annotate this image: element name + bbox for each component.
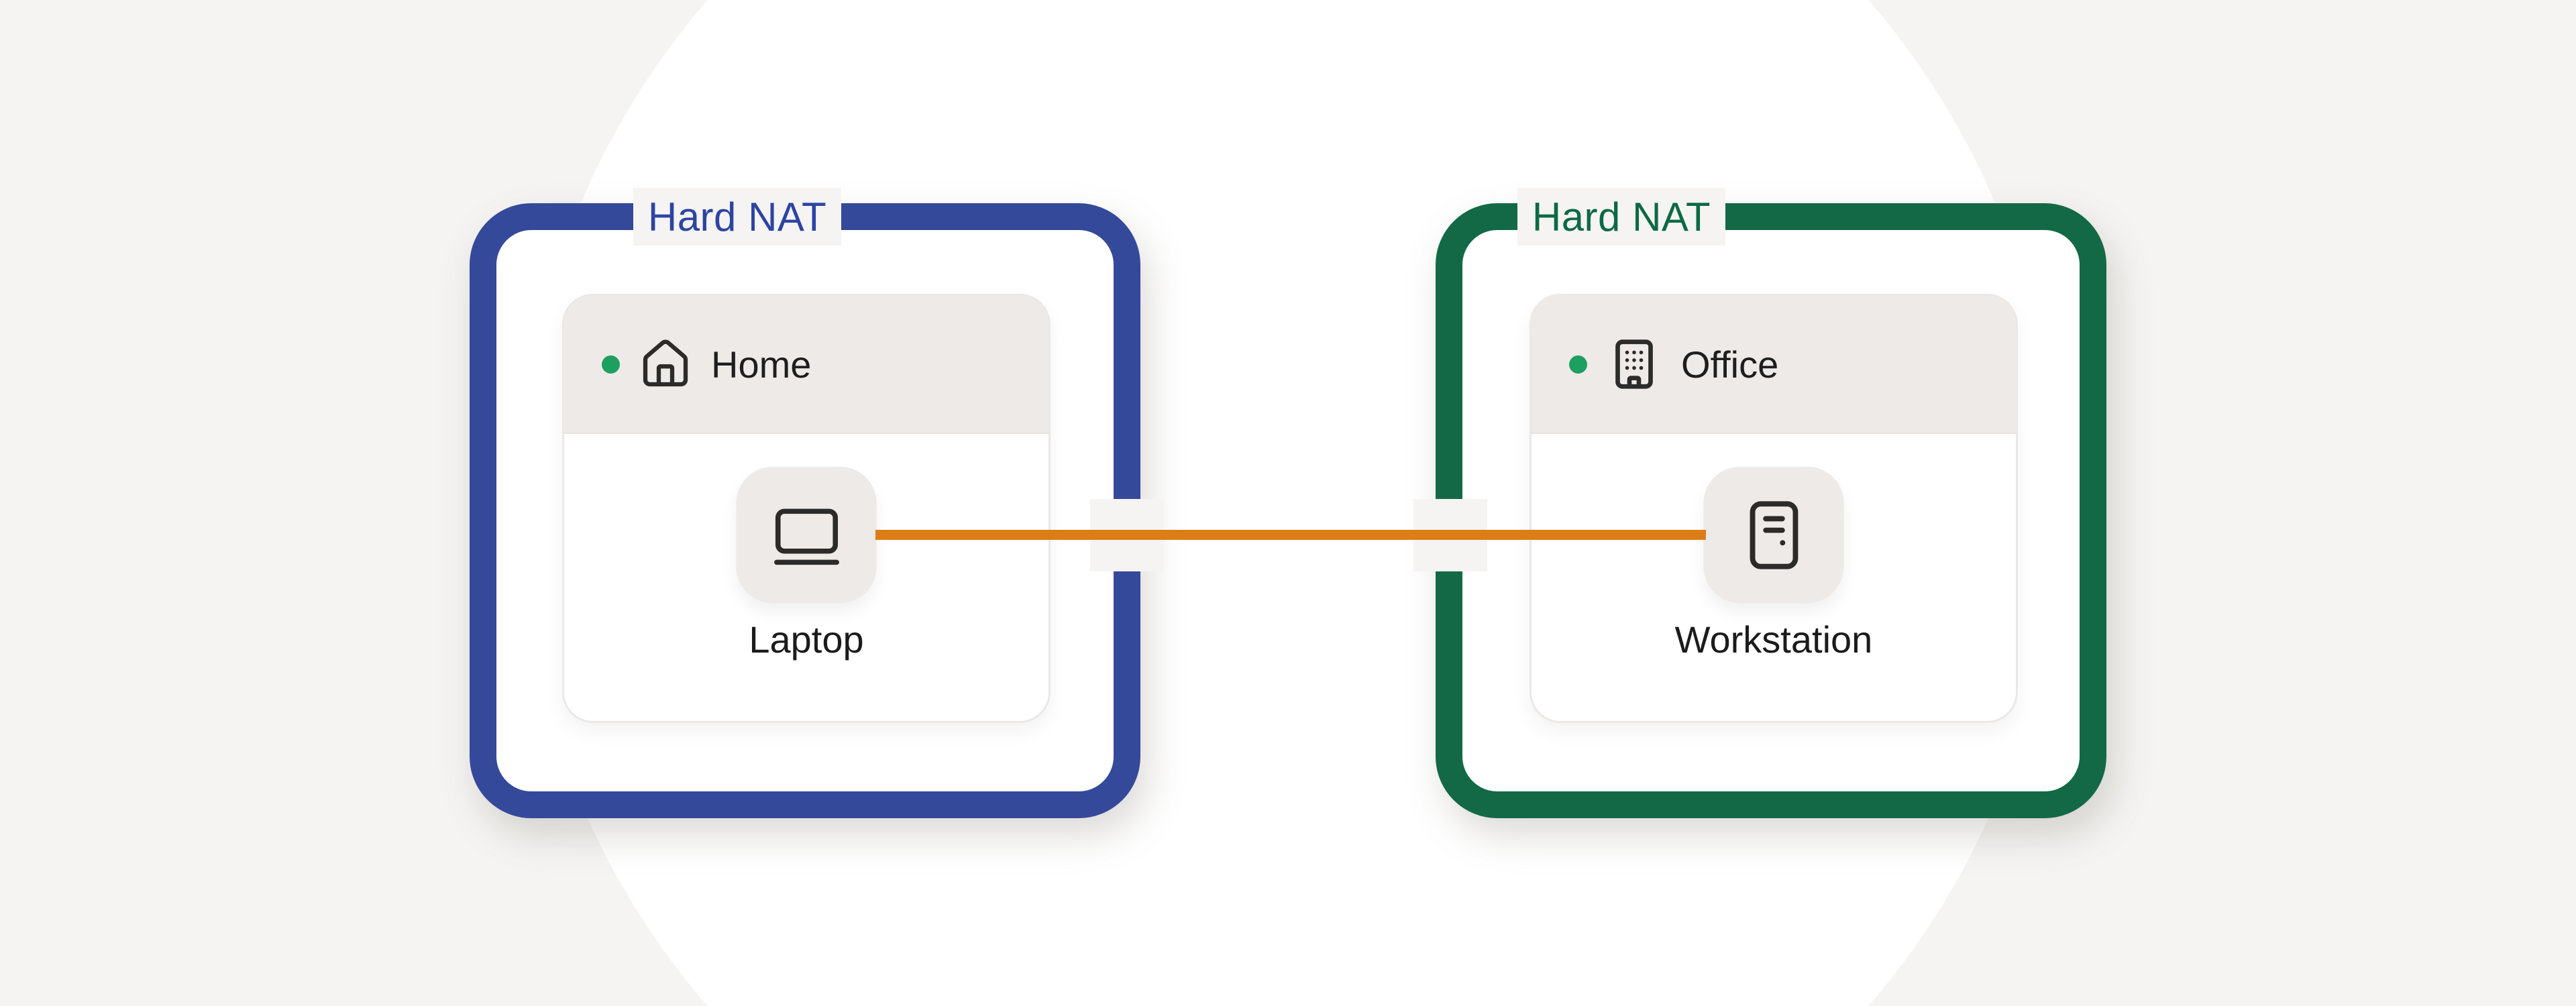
house-icon bbox=[639, 337, 692, 391]
site-card-body-home: Laptop bbox=[564, 434, 1049, 721]
site-card-home: Home Laptop bbox=[562, 294, 1051, 723]
site-card-body-office: Workstation bbox=[1532, 434, 2016, 721]
site-header-home: Home bbox=[564, 296, 1049, 434]
device-tile-workstation bbox=[1703, 467, 1844, 603]
building-icon bbox=[1606, 336, 1662, 392]
device-name: Laptop bbox=[749, 618, 864, 661]
site-header-office: Office bbox=[1532, 296, 2016, 434]
device-name: Workstation bbox=[1674, 618, 1873, 661]
connection-line bbox=[875, 530, 1706, 540]
online-status-dot bbox=[1569, 355, 1587, 374]
device-tile-laptop bbox=[736, 467, 877, 603]
nat-badge-office: Hard NAT bbox=[1517, 188, 1725, 245]
site-card-office: Office Workstation bbox=[1529, 294, 2018, 723]
site-name: Home bbox=[711, 343, 812, 386]
nat-badge-home: Hard NAT bbox=[633, 188, 841, 245]
pc-tower-icon bbox=[1734, 496, 1813, 575]
site-name: Office bbox=[1681, 343, 1779, 386]
laptop-icon bbox=[768, 497, 845, 573]
online-status-dot bbox=[602, 355, 620, 374]
